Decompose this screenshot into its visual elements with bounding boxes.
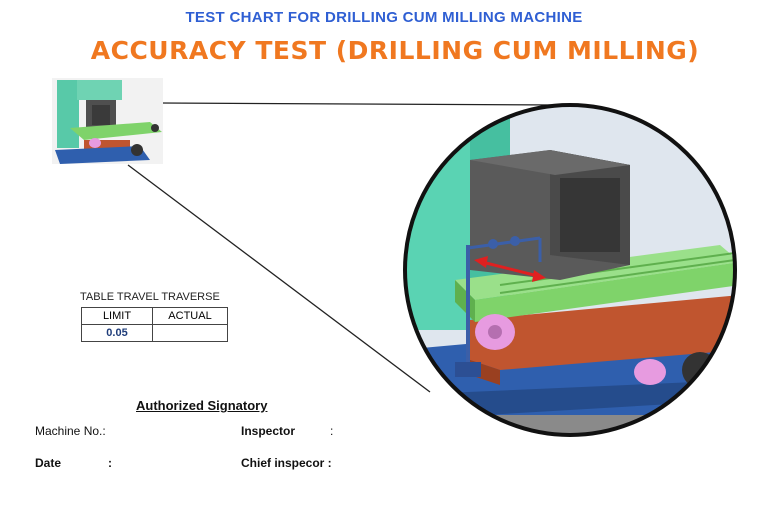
date-colon: : <box>108 456 112 470</box>
date-label: Date <box>35 456 62 470</box>
table-header-row: LIMIT ACTUAL <box>81 307 228 325</box>
table-row: 0.05 <box>81 324 228 342</box>
travel-table: LIMIT ACTUAL 0.05 <box>81 307 228 342</box>
chief-inspector-label: Chief inspecor : <box>241 456 332 470</box>
machine-no-label: Machine No.: <box>35 424 106 438</box>
authorized-signatory-heading: Authorized Signatory <box>136 398 268 413</box>
inspector-label: Inspector <box>241 424 296 438</box>
actual-value[interactable] <box>152 324 228 342</box>
page-title: TEST CHART FOR DRILLING CUM MILLING MACH… <box>185 9 583 26</box>
zoom-connector-top <box>159 102 561 106</box>
travel-table-caption: TABLE TRAVEL TRAVERSE <box>80 291 220 303</box>
limit-value: 0.05 <box>81 324 153 342</box>
column-header-limit: LIMIT <box>81 307 153 325</box>
inspector-colon: : <box>330 424 334 438</box>
zoom-connector-bottom <box>127 164 431 393</box>
column-header-actual: ACTUAL <box>152 307 228 325</box>
machine-thumbnail-icon <box>52 78 163 164</box>
zoomed-detail-icon <box>403 103 737 437</box>
page-subtitle: ACCURACY TEST (DRILLING CUM MILLING) <box>90 36 700 65</box>
